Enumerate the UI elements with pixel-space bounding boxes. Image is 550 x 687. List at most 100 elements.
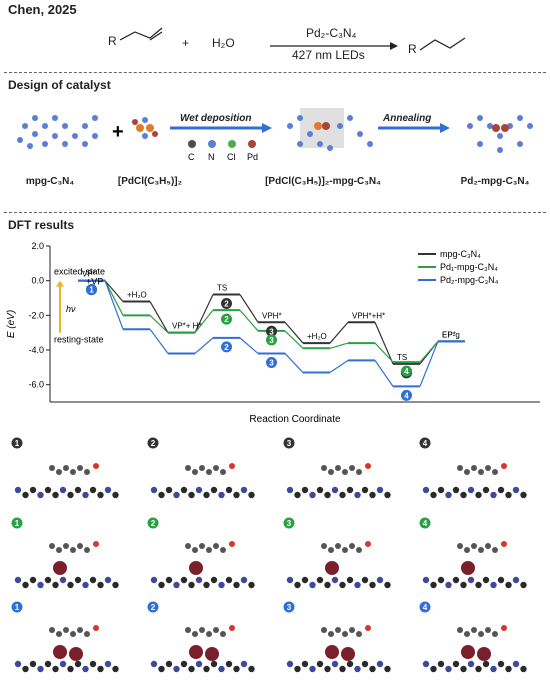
svg-text:Pd: Pd — [247, 152, 258, 162]
catalyst-design-illustration: + C N Cl Pd — [17, 108, 533, 162]
energy-connector — [149, 328, 169, 354]
structure-marker — [11, 517, 23, 529]
energy-connector — [194, 309, 214, 334]
structure-marker-label: 2 — [151, 519, 156, 528]
structure-image — [422, 463, 527, 499]
structure-image — [422, 625, 527, 673]
state-marker-label: 4 — [404, 367, 409, 376]
hv-label: hν — [66, 304, 76, 314]
energy-connector — [149, 301, 169, 333]
label-precursor: [PdCl(C₃H₅)]₂ — [117, 176, 183, 187]
svg-text:Cl: Cl — [227, 152, 236, 162]
structure-image — [286, 541, 391, 589]
structure-image — [286, 463, 391, 499]
design-heading: Design of catalyst — [8, 78, 111, 92]
structure-image — [14, 541, 119, 589]
structure-image — [286, 625, 391, 673]
structure-marker-label: 2 — [151, 439, 156, 448]
x-axis-label: Reaction Coordinate — [249, 414, 341, 425]
svg-text:C: C — [188, 152, 195, 162]
state-marker — [86, 284, 97, 296]
structure-image — [150, 463, 255, 499]
structure-marker — [147, 517, 159, 529]
structure-image — [14, 625, 119, 673]
structure-marker-label: 1 — [15, 603, 20, 612]
energy-connector — [104, 280, 124, 302]
energy-connector — [239, 294, 259, 323]
structure-marker — [283, 601, 295, 613]
mpg-c3n4-sheet — [17, 115, 98, 149]
structure-marker — [283, 437, 295, 449]
energy-connector — [149, 314, 169, 334]
structure-marker — [11, 601, 23, 613]
series-2 — [78, 279, 465, 388]
reactant-r: R — [108, 34, 117, 48]
structure-marker — [419, 437, 431, 449]
y-tick-label: -4.0 — [28, 345, 44, 355]
step-label: VPH* — [262, 311, 282, 320]
energy-profile-chart: 2.00.0-2.0-4.0-6.0E (eV)Reaction Coordin… — [6, 241, 540, 425]
state-marker-label: 2 — [224, 300, 229, 309]
structure-marker — [147, 601, 159, 613]
catalyst-label: Pd₂-C₃N₄ — [306, 26, 357, 40]
step-label: +H₂O — [127, 290, 147, 299]
energy-connector — [374, 360, 394, 387]
energy-connector — [284, 321, 304, 344]
y-tick-label: -2.0 — [28, 310, 44, 320]
state-marker — [266, 334, 277, 346]
state-marker-label: 4 — [404, 391, 409, 400]
vp-label: +VP — [86, 277, 103, 287]
state-marker — [221, 298, 232, 310]
structure-marker — [419, 601, 431, 613]
structure-image — [422, 541, 527, 589]
legend-label: Pd₁-mpg-C₃N₄ — [440, 262, 498, 272]
step-label: VP*+ H* — [172, 322, 202, 331]
excitation-arrowhead — [56, 280, 64, 287]
structure-marker — [419, 517, 431, 529]
energy-connector — [284, 353, 304, 373]
energy-connector — [104, 280, 124, 316]
legend-label: mpg-C₃N₄ — [440, 249, 481, 259]
step-label: EP* — [442, 330, 456, 339]
energy-connector — [194, 294, 214, 333]
state-marker — [221, 341, 232, 353]
step-label: +H₂O — [307, 332, 327, 341]
product-r: R — [408, 42, 417, 56]
divider-1 — [4, 72, 546, 73]
figure-title: Chen, 2025 — [8, 2, 77, 17]
energy-connector — [239, 337, 259, 354]
excited-label: excited-state — [54, 267, 105, 277]
label-mpg: mpg-C₃N₄ — [25, 176, 75, 187]
svg-text:N: N — [208, 152, 215, 162]
structure-marker — [11, 437, 23, 449]
step-label: VPH*+H* — [352, 311, 385, 320]
state-marker-label: 2 — [224, 343, 229, 352]
step-label: VP* — [82, 270, 96, 279]
structure-marker-label: 4 — [423, 439, 428, 448]
energy-connector — [104, 280, 124, 330]
structure-marker — [283, 517, 295, 529]
resting-label: resting-state — [54, 335, 104, 345]
state-marker-label: 1 — [89, 286, 94, 295]
energy-connector — [194, 337, 214, 354]
y-tick-label: -6.0 — [28, 380, 44, 390]
structure-marker-label: 2 — [151, 603, 156, 612]
structure-marker — [147, 437, 159, 449]
state-marker-label: 3 — [269, 327, 274, 336]
state-marker-label: 3 — [269, 336, 274, 345]
state-marker — [221, 313, 232, 325]
pd-precursor — [132, 117, 158, 139]
structure-marker-label: 3 — [287, 603, 292, 612]
water-label: H₂O — [212, 36, 235, 50]
dft-heading: DFT results — [8, 218, 75, 232]
wet-deposition-label: Wet deposition — [180, 113, 252, 124]
series-1 — [78, 279, 465, 364]
reaction-scheme — [119, 27, 466, 51]
state-marker — [401, 365, 412, 377]
structure-marker-label: 4 — [423, 603, 428, 612]
y-tick-label: 2.0 — [31, 241, 44, 251]
energy-connector — [419, 340, 439, 363]
state-marker — [266, 356, 277, 368]
pd2-sheet — [467, 115, 533, 153]
